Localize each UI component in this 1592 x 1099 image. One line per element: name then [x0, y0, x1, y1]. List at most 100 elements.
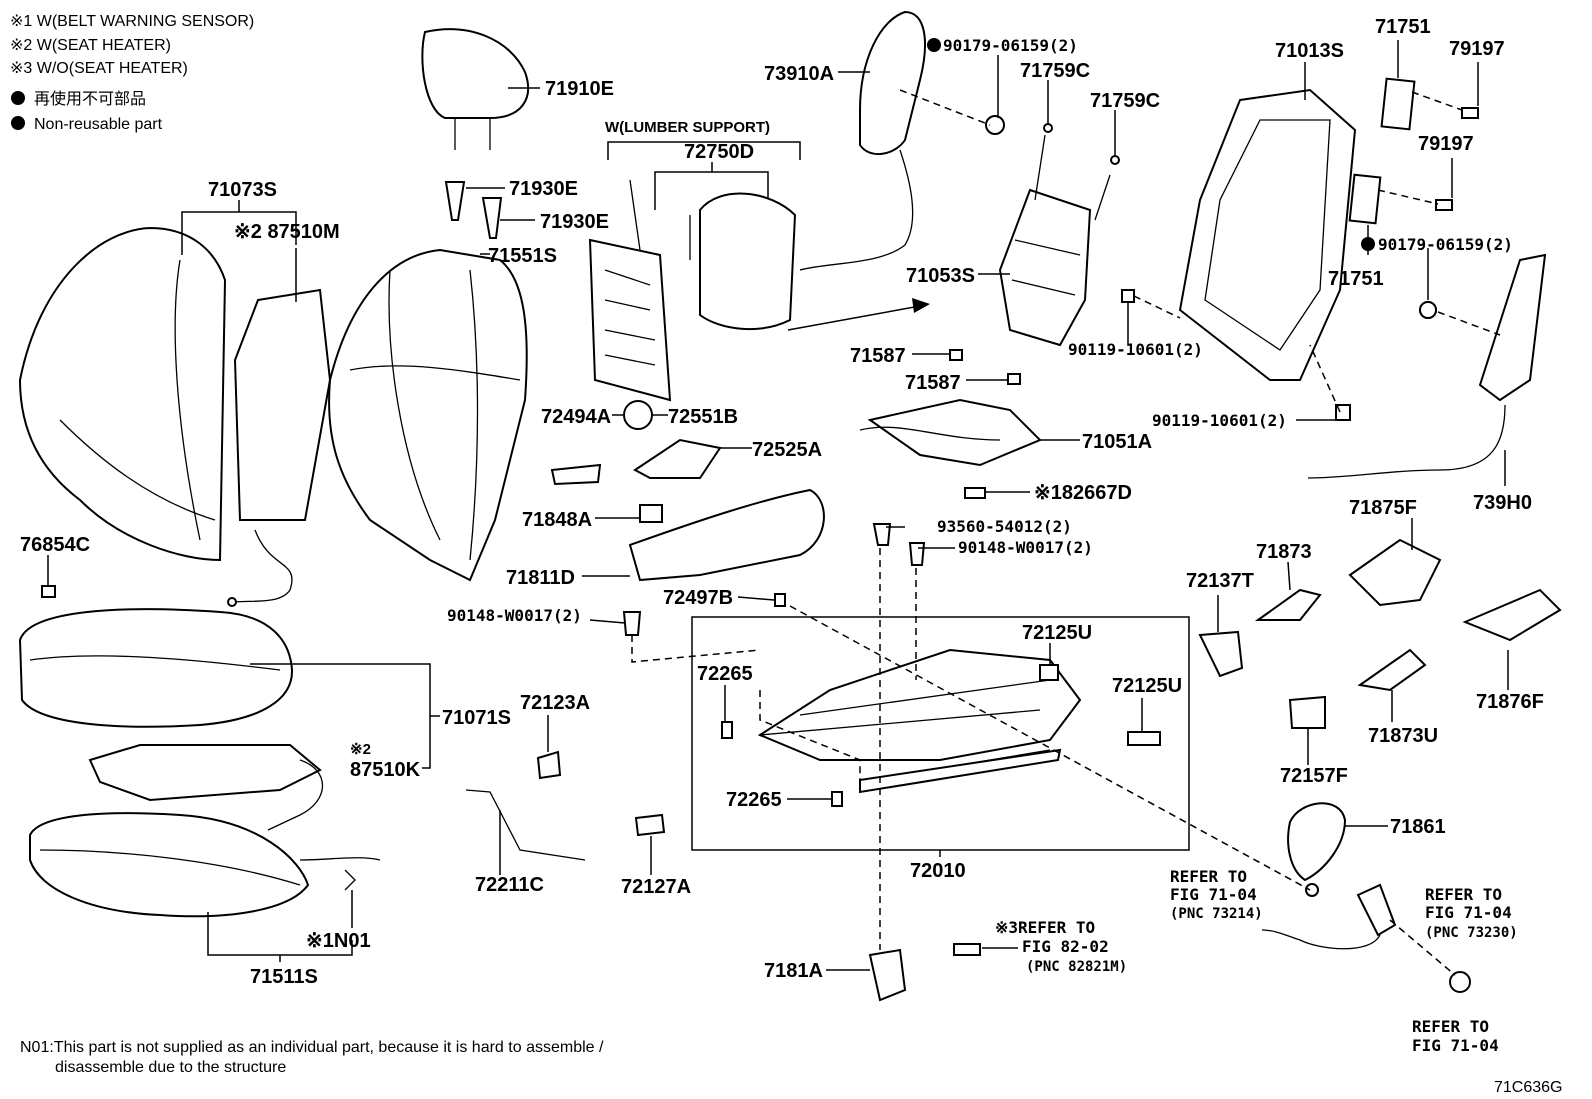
refer-1-line-1: REFER TO: [1170, 867, 1247, 886]
refer-2-line-1: REFER TO: [1425, 885, 1502, 904]
label-79197-b: 79197: [1418, 133, 1474, 155]
legend-nonreusable-en: Non-reusable part: [34, 116, 163, 133]
label-90119-10601-a: 90119-10601(2): [1068, 340, 1203, 359]
part-labels: 71910E 71930E 71930E 71073S ※2 87510M 71…: [20, 16, 1544, 988]
label-72750D: 72750D: [684, 141, 754, 163]
buckle-illustration: [1261, 883, 1471, 993]
side-covers-illustration: [1198, 538, 1562, 882]
refer-3-line-2: FIG 82-02: [1022, 937, 1109, 956]
label-71071S: 71071S: [442, 707, 511, 729]
label-72525A: 72525A: [752, 439, 822, 461]
label-71873U: 71873U: [1368, 725, 1438, 747]
lumbar-support-illustration: [588, 179, 797, 402]
belt-sensor-illustration: [299, 857, 381, 891]
lumbar-frame-illustration: [998, 134, 1111, 347]
label-72265-b: 72265: [726, 789, 782, 811]
cushion-shield-illustration: [628, 488, 825, 582]
label-90179-06159-b: 90179-06159(2): [1378, 235, 1513, 254]
label-72265-a: 72265: [697, 663, 753, 685]
refer-to-blocks: REFER TO FIG 71-04 (PNC 73214) REFER TO …: [995, 867, 1518, 1055]
back-pad-illustration: [328, 248, 528, 582]
label-72125U-b: 72125U: [1112, 675, 1182, 697]
label-72010: 72010: [910, 860, 966, 882]
label-72497B: 72497B: [663, 587, 733, 609]
recliner-illustration: [859, 398, 1042, 467]
footnote-line-2: disassemble due to the structure: [55, 1059, 286, 1076]
label-71053S: 71053S: [906, 265, 975, 287]
label-71051A: 71051A: [1082, 431, 1152, 453]
label-71875F: 71875F: [1349, 497, 1417, 519]
label-71876F: 71876F: [1476, 691, 1544, 713]
label-72125U-a: 72125U: [1022, 622, 1092, 644]
label-lumbar-support: W(LUMBER SUPPORT): [605, 119, 770, 136]
cushion-heater-illustration: [88, 744, 324, 831]
refer-3-line-3: (PNC 82821M): [1026, 959, 1127, 975]
label-72211C: 72211C: [475, 874, 544, 896]
cushion-cover-illustration: [18, 608, 294, 728]
back-heater-illustration: [227, 288, 332, 607]
nonreusable-bullet-icon: [1361, 237, 1375, 251]
label-7181A: 7181A: [764, 960, 823, 982]
figure-id: 71C636G: [1494, 1079, 1563, 1096]
label-72157F: 72157F: [1280, 765, 1348, 787]
label-72123A: 72123A: [520, 692, 590, 714]
footnote: N01:This part is not supplied as an indi…: [20, 1039, 1563, 1096]
label-87510K: 87510K: [350, 759, 421, 781]
label-76854C: 76854C: [20, 534, 90, 556]
seat-track-illustration: [757, 648, 1082, 794]
label-72494A: 72494A: [541, 406, 611, 428]
label-71759C-b: 71759C: [1090, 90, 1160, 112]
refer-3-line-1: ※3REFER TO: [995, 918, 1095, 937]
legend-nonreusable-jp: 再使用不可部品: [34, 90, 146, 108]
headrest-guide-illustration: [444, 181, 503, 239]
back-cover-illustration: [18, 226, 227, 562]
label-72551B: 72551B: [668, 406, 738, 428]
label-71551S: 71551S: [488, 245, 557, 267]
arrow-icon: [787, 298, 930, 331]
legend-note-1: ※1 W(BELT WARNING SENSOR): [10, 13, 254, 30]
legend: ※1 W(BELT WARNING SENSOR) ※2 W(SEAT HEAT…: [10, 13, 254, 133]
refer-4-line-2: FIG 71-04: [1412, 1036, 1499, 1055]
label-90148-W0017-b: 90148-W0017(2): [447, 606, 582, 625]
label-90119-10601-b: 90119-10601(2): [1152, 411, 1287, 430]
label-N01: ※1N01: [306, 930, 371, 952]
label-71759C-a: 71759C: [1020, 60, 1090, 82]
seat-switch-illustration: [868, 943, 981, 1002]
label-71013S: 71013S: [1275, 40, 1344, 62]
label-71861: 71861: [1390, 816, 1446, 838]
refer-1-line-2: FIG 71-04: [1170, 885, 1257, 904]
label-71751-b: 71751: [1328, 268, 1384, 290]
label-87510K-note: ※2: [350, 741, 371, 758]
label-93560-54012: 93560-54012(2): [937, 517, 1072, 536]
cushion-pad-illustration: [29, 812, 310, 918]
label-71587-a: 71587: [850, 345, 906, 367]
label-71930E-b: 71930E: [540, 211, 609, 233]
nuts-illustration: [41, 115, 1437, 636]
label-79197-a: 79197: [1449, 38, 1505, 60]
back-frame-illustration: [1178, 88, 1357, 381]
nonreusable-bullet-icon: [927, 38, 941, 52]
legend-note-3: ※3 W/O(SEAT HEATER): [10, 60, 188, 77]
refer-2-line-3: (PNC 73230): [1425, 925, 1518, 941]
nonreusable-bullet-icon: [11, 91, 25, 105]
refer-4-line-1: REFER TO: [1412, 1017, 1489, 1036]
side-airbag-illustration: [799, 10, 926, 271]
headrest-illustration: [421, 28, 530, 150]
label-90179-06159-a: 90179-06159(2): [943, 36, 1078, 55]
label-71873: 71873: [1256, 541, 1312, 563]
legend-note-2: ※2 W(SEAT HEATER): [10, 37, 171, 54]
label-71930E-a: 71930E: [509, 178, 578, 200]
clips-illustration: [465, 664, 1161, 861]
refer-1-line-3: (PNC 73214): [1170, 906, 1263, 922]
frame-bracket-illustration: [1348, 77, 1479, 225]
footnote-line-1: N01:This part is not supplied as an indi…: [20, 1039, 604, 1056]
label-71910E: 71910E: [545, 78, 614, 100]
label-71811D: 71811D: [506, 567, 575, 589]
label-71848A: 71848A: [522, 509, 592, 531]
label-71587-b: 71587: [905, 372, 961, 394]
label-72137T: 72137T: [1186, 570, 1254, 592]
label-90148-W0017-a: 90148-W0017(2): [958, 538, 1093, 557]
label-72127A: 72127A: [621, 876, 691, 898]
label-87510M: ※2 87510M: [234, 221, 340, 243]
